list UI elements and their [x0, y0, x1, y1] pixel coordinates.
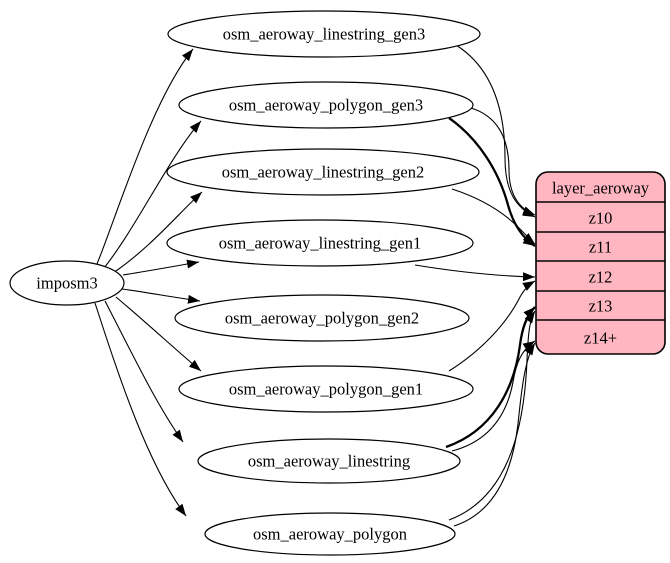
edge-lg1-z12 — [414, 264, 536, 282]
node-ellipse-lg2 — [166, 148, 480, 196]
table-node-lg1: osm_aeroway_linestring_gen1 — [166, 219, 474, 267]
edge-imposm3-lg1 — [122, 259, 200, 276]
node-ellipse-pg1 — [178, 365, 474, 413]
node-ellipse-pg2 — [174, 294, 470, 342]
record-row-z14: z14+ — [584, 329, 617, 348]
table-node-lg3: osm_aeroway_linestring_gen3 — [167, 10, 481, 58]
record-row-z12: z12 — [589, 268, 613, 287]
record-row-z11: z11 — [589, 238, 612, 257]
node-label-lg3: osm_aeroway_linestring_gen3 — [223, 25, 426, 44]
edge-ls-z13 — [445, 306, 536, 449]
record-node-layer_aeroway: layer_aeroway z10 z11 z12 z13 z14+ — [535, 171, 666, 355]
node-ellipse-lg3 — [167, 10, 481, 58]
node-label-pg2: osm_aeroway_polygon_gen2 — [225, 309, 419, 328]
edge-imposm3-pg — [94, 302, 187, 517]
edges-layer — [94, 44, 536, 527]
table-node-imposm3: imposm3 — [9, 260, 125, 306]
edge-pg2-z11 — [448, 117, 536, 247]
edge-imposm3-pg1 — [115, 296, 202, 372]
edge-imposm3-lg2 — [112, 191, 203, 274]
edge-pg-z14 — [453, 342, 536, 527]
node-ellipse-lg1 — [166, 219, 474, 267]
node-label-imposm3: imposm3 — [36, 274, 97, 293]
node-label-pg3: osm_aeroway_polygon_gen3 — [229, 96, 423, 115]
node-ellipse-ls — [197, 438, 461, 484]
record-body — [535, 171, 666, 355]
node-ellipse-imposm3 — [9, 260, 125, 306]
table-node-lg2: osm_aeroway_linestring_gen2 — [166, 148, 480, 196]
edge-pg-z13 — [448, 310, 536, 521]
table-node-pg2: osm_aeroway_polygon_gen2 — [174, 294, 470, 342]
table-node-pg: osm_aeroway_polygon — [204, 512, 456, 556]
node-label-pg: osm_aeroway_polygon — [253, 525, 407, 544]
node-label-ls: osm_aeroway_linestring — [248, 452, 410, 471]
nodes-layer: imposm3 osm_aeroway_linestring_gen3 osm_ae… — [9, 10, 481, 556]
node-label-lg1: osm_aeroway_linestring_gen1 — [219, 234, 422, 253]
edge-imposm3-pg2 — [121, 288, 201, 304]
edge-imposm3-pg3 — [103, 120, 202, 269]
node-label-lg2: osm_aeroway_linestring_gen2 — [222, 163, 425, 182]
table-node-pg1: osm_aeroway_polygon_gen1 — [178, 365, 474, 413]
edge-ls-z14 — [451, 340, 536, 452]
edge-lg3-z10 — [455, 44, 536, 218]
edge-imposm3-ls — [104, 300, 184, 443]
edge-pg1-z12 — [448, 280, 536, 372]
record-layer: layer_aeroway z10 z11 z12 z13 z14+ — [535, 171, 666, 355]
edge-imposm3-lg3 — [96, 48, 194, 265]
record-title: layer_aeroway — [552, 179, 650, 198]
node-ellipse-pg3 — [178, 81, 474, 129]
node-label-pg1: osm_aeroway_polygon_gen1 — [229, 380, 423, 399]
node-ellipse-pg — [204, 512, 456, 556]
record-row-z10: z10 — [589, 209, 613, 228]
table-node-ls: osm_aeroway_linestring — [197, 438, 461, 484]
record-row-z13: z13 — [589, 297, 613, 316]
table-node-pg3: osm_aeroway_polygon_gen3 — [178, 81, 474, 129]
edge-pg3-z10 — [470, 107, 536, 216]
